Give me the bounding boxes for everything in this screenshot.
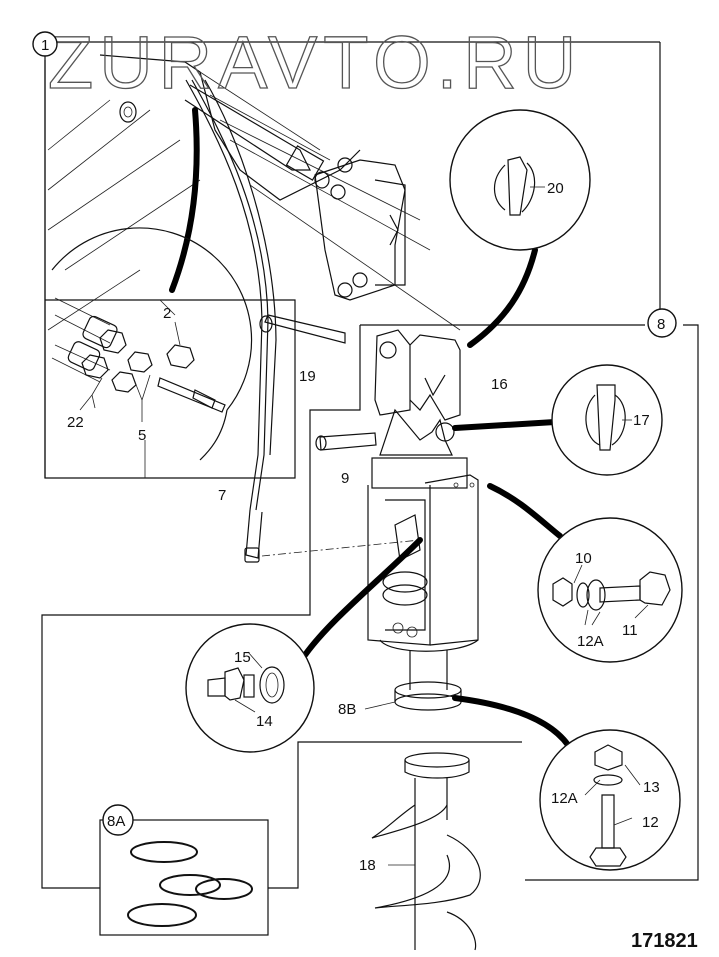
callout-11: 11 xyxy=(622,622,638,639)
group-1-frame xyxy=(44,41,661,479)
callout-12: 12 xyxy=(642,814,659,831)
group-marker-1: 1 xyxy=(32,31,58,57)
detail-hoses xyxy=(51,227,253,478)
seal-kit-8a-box xyxy=(99,819,269,936)
callout-12a-flange: 12A xyxy=(551,790,578,807)
leader-detail-hoses xyxy=(169,107,200,293)
callout-8b: 8B xyxy=(338,701,356,718)
callout-2: 2 xyxy=(163,305,171,322)
watermark: ZURAVTO.RU xyxy=(48,21,582,104)
group-marker-8-label: 8 xyxy=(657,316,665,333)
group-marker-8a-label: 8A xyxy=(107,813,125,830)
callout-7: 7 xyxy=(218,487,226,504)
group-marker-8: 8 xyxy=(647,308,677,338)
leader-detail-20 xyxy=(467,247,538,348)
group-marker-1-label: 1 xyxy=(41,37,49,54)
callout-13: 13 xyxy=(643,779,660,796)
callout-22: 22 xyxy=(67,414,84,431)
boom-illustration xyxy=(47,54,461,563)
detail-bolt-11 xyxy=(537,517,683,663)
callout-20: 20 xyxy=(547,180,564,197)
callout-19: 19 xyxy=(299,368,316,385)
detail-bolt-12 xyxy=(539,729,681,871)
callout-10: 10 xyxy=(575,550,592,567)
leader-detail-adaptor-14 xyxy=(302,537,423,658)
figure-number: 171821 xyxy=(631,930,698,952)
group-8-frame xyxy=(41,324,699,889)
callout-9: 9 xyxy=(341,470,349,487)
callout-16: 16 xyxy=(491,376,508,393)
callout-5: 5 xyxy=(138,427,146,444)
detail-linch-pin-20 xyxy=(449,109,591,251)
leader-detail-17 xyxy=(452,419,558,431)
auger-18 xyxy=(371,752,481,951)
callout-15: 15 xyxy=(234,649,251,666)
callout-14: 14 xyxy=(256,713,273,730)
callout-18: 18 xyxy=(359,857,376,874)
detail-adaptor-14 xyxy=(185,623,315,753)
leader-detail-bolt-12 xyxy=(452,695,571,748)
callout-12a-bolt: 12A xyxy=(577,633,604,650)
group-marker-8a: 8A xyxy=(102,804,134,836)
leader-detail-bolt-11 xyxy=(487,483,563,539)
callout-17: 17 xyxy=(633,412,650,429)
detail-linch-pin-17 xyxy=(551,364,663,476)
mounting-bracket xyxy=(315,329,461,456)
